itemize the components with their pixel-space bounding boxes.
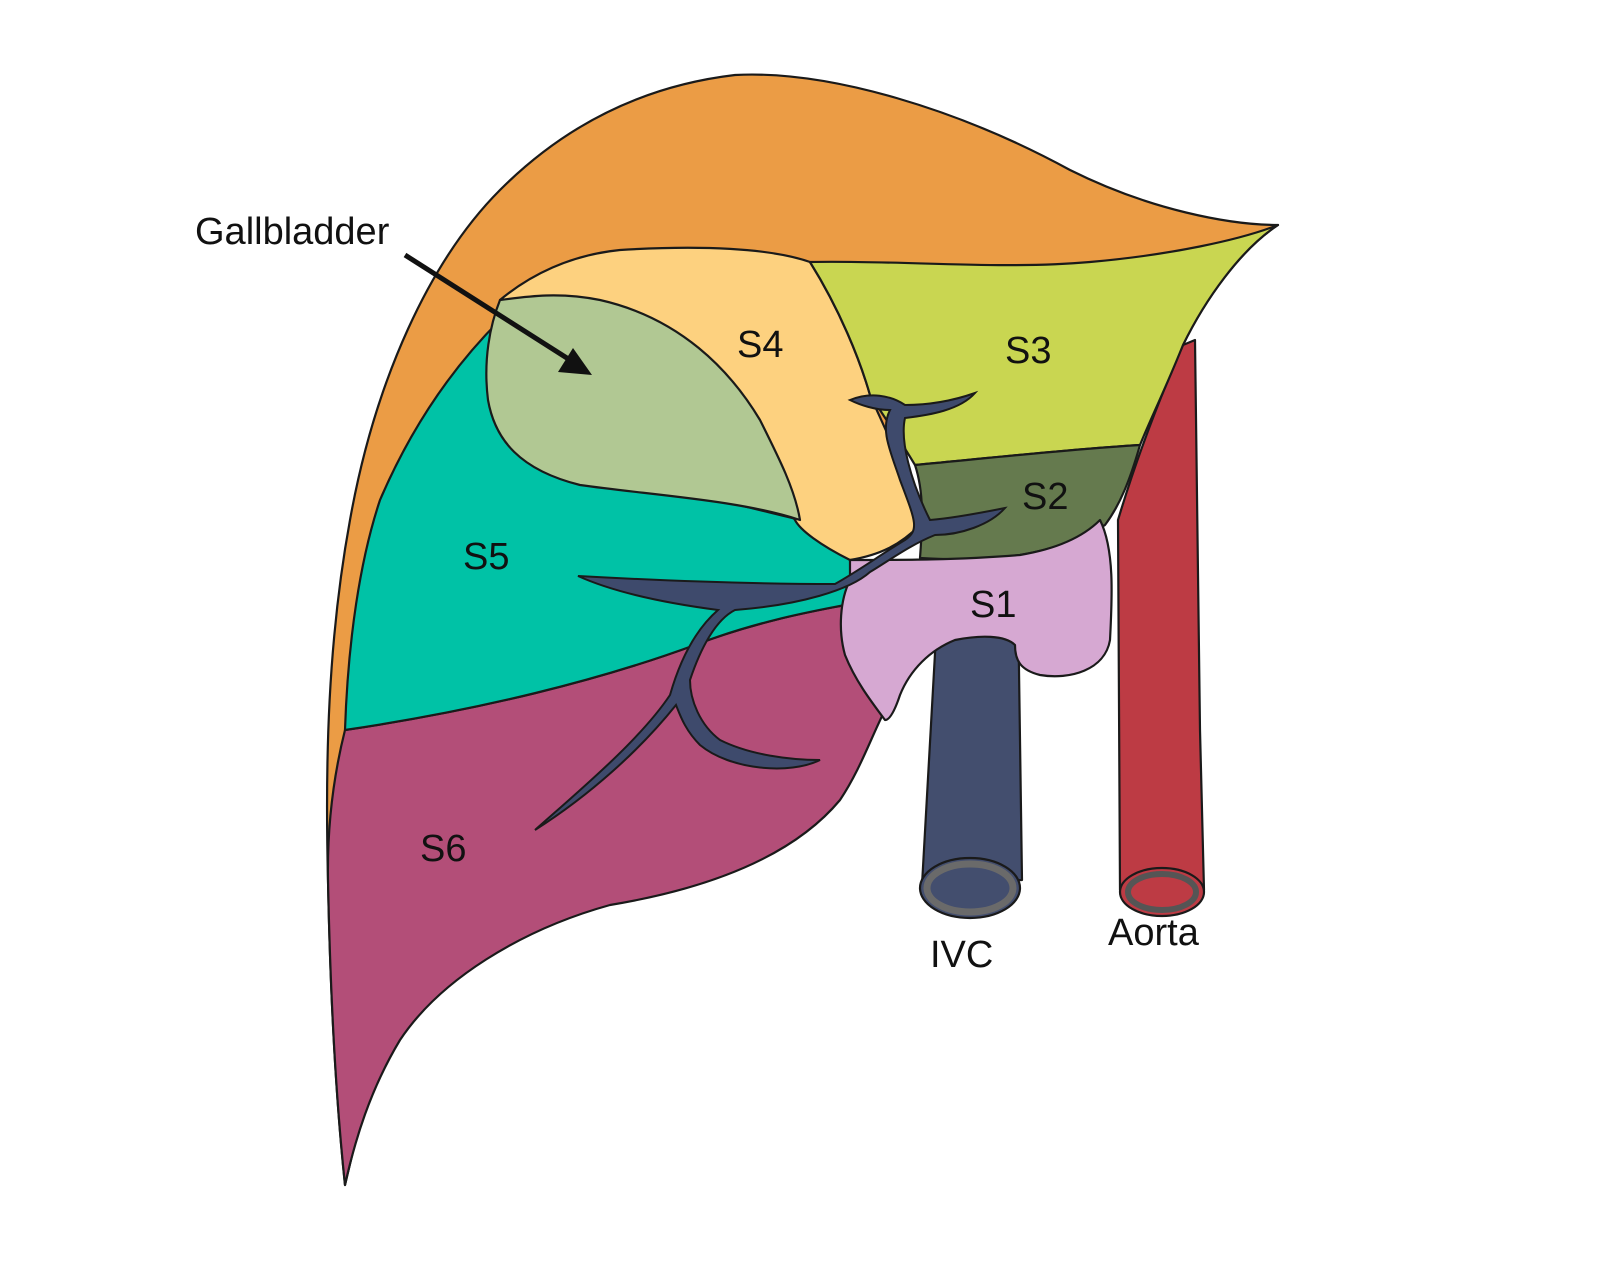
gallbladder — [485, 294, 802, 522]
aorta-opening-rim — [1125, 871, 1199, 913]
label-aorta: Aorta — [1108, 912, 1200, 954]
label-s3: S3 — [1005, 330, 1051, 372]
label-s2: S2 — [1022, 476, 1068, 518]
gallbladder-arrow-head — [558, 348, 592, 375]
label-s1: S1 — [970, 584, 1016, 626]
label-gallbladder: Gallbladder — [195, 211, 390, 253]
gallbladder-arrow — [403, 252, 592, 375]
aorta — [1116, 338, 1206, 918]
label-s4: S4 — [737, 324, 783, 366]
label-s5: S5 — [463, 536, 509, 578]
portal-vein — [534, 390, 1008, 831]
ivc — [918, 598, 1024, 920]
ivc-opening-rim — [923, 860, 1017, 916]
label-ivc: IVC — [930, 934, 993, 976]
label-s6: S6 — [420, 828, 466, 870]
gallbladder-arrow-shaft — [403, 252, 572, 363]
ivc-opening — [918, 856, 1022, 920]
segment-s1 — [839, 518, 1113, 722]
